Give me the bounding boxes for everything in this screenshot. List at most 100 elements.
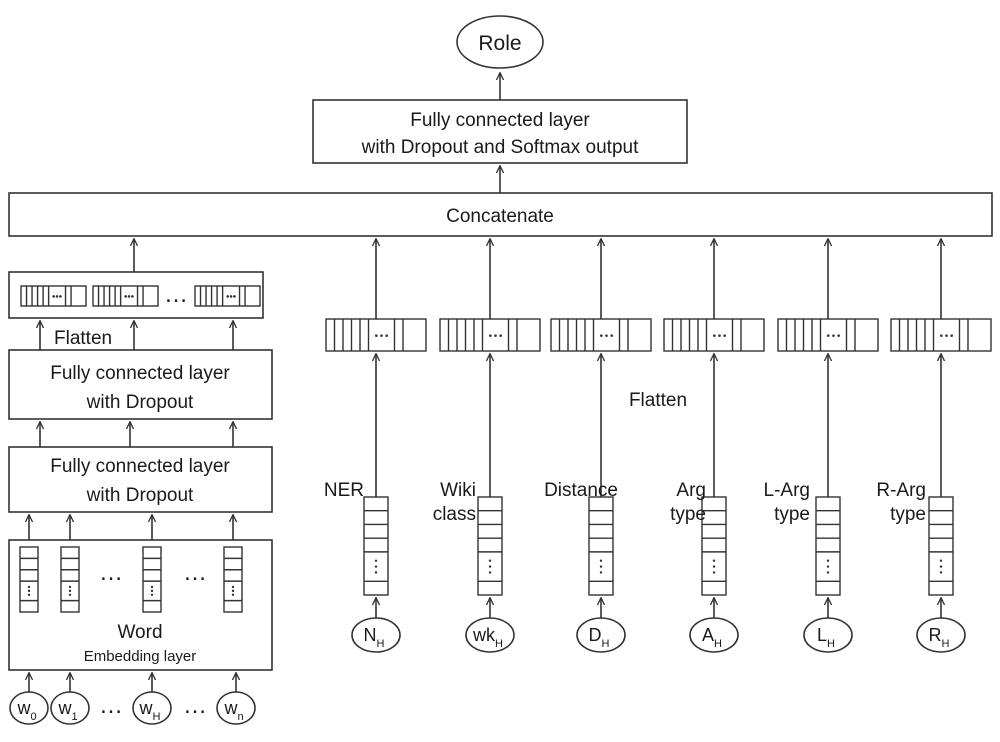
svg-text:RH: RH — [929, 625, 950, 650]
feature-flat-vector — [439, 318, 541, 352]
feature-embedding-vector — [363, 496, 389, 596]
input-base: w — [223, 698, 238, 718]
embedding-vector-1 — [19, 546, 39, 613]
word-flat-vector-1 — [20, 285, 87, 307]
embedding-vector-2 — [60, 546, 80, 613]
input-base: w — [16, 698, 31, 718]
feature-flat-vector — [890, 318, 992, 352]
feature-label-line-2: type — [890, 504, 926, 525]
input-subscript: H — [602, 638, 610, 650]
feature-flat-vector — [550, 318, 652, 352]
feature-embedding-vector — [701, 496, 727, 596]
input-base: D — [589, 625, 602, 645]
input-base: R — [929, 625, 942, 645]
feature-flat-vector — [663, 318, 765, 352]
input-subscript: H — [377, 638, 385, 650]
fc-softmax-line1: Fully connected layer — [410, 110, 590, 131]
feature-input-RH: RH — [916, 617, 966, 653]
feature-embedding-vector — [588, 496, 614, 596]
input-subscript: H — [495, 638, 503, 650]
feature-embedding-vector — [477, 496, 503, 596]
fc-dropout-lower-line1: Fully connected layer — [50, 456, 230, 477]
role-label: Role — [478, 32, 521, 55]
feature-branch-2: wkH Wiki class — [433, 239, 541, 653]
word-input-ellipsis-1: … — [99, 692, 123, 719]
svg-text:wn: wn — [223, 698, 243, 723]
feature-input-AH: AH — [689, 617, 739, 653]
fc-softmax-line2: with Dropout and Softmax output — [361, 137, 639, 158]
feature-input-NH: NH — [351, 617, 401, 653]
input-subscript: H — [153, 711, 161, 723]
input-subscript: 1 — [71, 711, 77, 723]
feature-flat-vector — [325, 318, 427, 352]
role-output-node — [456, 15, 544, 69]
feature-label-line-1: NER — [324, 480, 364, 501]
input-base: wk — [472, 625, 496, 645]
svg-text:wkH: wkH — [472, 625, 503, 650]
word-input-w0: w0 — [9, 691, 49, 725]
word-flat-vector-3 — [194, 285, 261, 307]
input-base: L — [817, 625, 827, 645]
input-base: A — [702, 625, 714, 645]
feature-input-wkH: wkH — [465, 617, 515, 653]
input-subscript: H — [714, 638, 722, 650]
feature-label-line-1: R-Arg — [876, 480, 926, 501]
input-base: w — [139, 698, 154, 718]
word-input-ellipsis-2: … — [183, 692, 207, 719]
word-flat-vector-2 — [92, 285, 159, 307]
word-input-w1: w1 — [50, 691, 90, 725]
concatenate-label: Concatenate — [446, 206, 554, 227]
feature-branches: NHNERwkHWikiclassDHDistanceAHArgtypeLHL-… — [324, 239, 992, 653]
fc-dropout-lower-line2: with Dropout — [86, 485, 194, 506]
feature-branch-3: DH Distance — [544, 239, 652, 653]
embedding-vector-3 — [142, 546, 162, 613]
svg-text:wH: wH — [139, 698, 161, 723]
feature-input-LH: LH — [803, 617, 853, 653]
svg-text:NH: NH — [364, 625, 385, 650]
embedding-vector-4 — [223, 546, 243, 613]
input-base: N — [364, 625, 377, 645]
input-subscript: 0 — [30, 711, 36, 723]
input-subscript: n — [237, 711, 243, 723]
fc-dropout-upper — [8, 349, 273, 420]
concatenate-layer — [8, 192, 993, 237]
word-flatten-label: Flatten — [54, 328, 112, 349]
svg-text:DH: DH — [589, 625, 610, 650]
word-input-wn: wn — [216, 691, 256, 725]
embedding-ellipsis-1: … — [99, 559, 123, 586]
feature-branch-6: RH R-Arg type — [876, 239, 992, 653]
embedding-title: Word — [117, 622, 162, 643]
feature-label-line-1: Arg — [676, 480, 706, 501]
embedding-vectors — [19, 546, 243, 613]
input-base: w — [57, 698, 72, 718]
feature-label-line-2: type — [670, 504, 706, 525]
word-flat-ellipsis: … — [164, 281, 188, 308]
feature-embedding-vector — [815, 496, 841, 596]
feature-branch-5: LH L-Arg type — [764, 239, 879, 653]
fc-dropout-upper-line1: Fully connected layer — [50, 363, 230, 384]
svg-text:w1: w1 — [57, 698, 77, 723]
fc-dropout-upper-line2: with Dropout — [86, 392, 194, 413]
embedding-subtitle: Embedding layer — [84, 648, 197, 665]
feature-branch-4: AH Arg type — [663, 239, 765, 653]
word-input-wH: wH — [132, 691, 172, 725]
feature-flat-vector — [777, 318, 879, 352]
feature-flatten-label: Flatten — [629, 390, 687, 411]
feature-label-line-2: type — [774, 504, 810, 525]
feature-label-line-1: Distance — [544, 480, 618, 501]
feature-label-line-1: Wiki — [440, 480, 476, 501]
fc-dropout-lower — [8, 446, 273, 513]
feature-label-line-2: class — [433, 504, 476, 525]
fc-softmax-layer — [312, 99, 688, 164]
word-flattened-vectors: … — [20, 281, 261, 308]
feature-label-line-1: L-Arg — [764, 480, 810, 501]
input-subscript: H — [827, 638, 835, 650]
svg-text:AH: AH — [702, 625, 722, 650]
feature-branch-1: NH NER — [324, 239, 427, 653]
embedding-ellipsis-2: … — [183, 559, 207, 586]
svg-text:w0: w0 — [16, 698, 36, 723]
input-subscript: H — [942, 638, 950, 650]
svg-text:LH: LH — [817, 625, 835, 650]
